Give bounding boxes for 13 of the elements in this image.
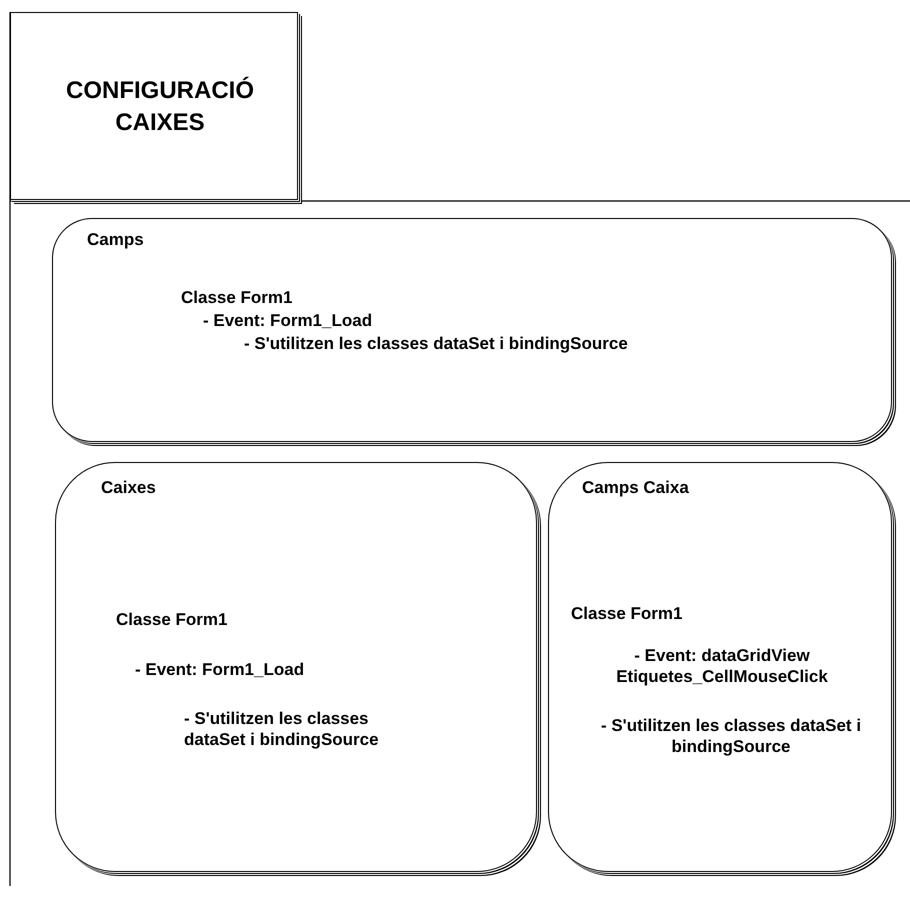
- panel-text: Classe Form1: [181, 287, 294, 308]
- panel-heading: Caixes: [101, 477, 157, 498]
- panel-heading: Camps Caixa: [582, 477, 690, 498]
- panel-text: - Event: dataGridView Etiquetes_CellMouseClick: [615, 645, 829, 687]
- panel-text: Classe Form1: [116, 609, 228, 630]
- title-text: CONFIGURACIÓ CAIXES: [65, 76, 255, 138]
- panel-text: - Event: Form1_Load: [135, 659, 306, 680]
- panel-text: - S'utilitzen les classes dataSet i bindingSource: [244, 333, 629, 354]
- panel-text: Classe Form1: [571, 603, 684, 624]
- panel-text: - Event: Form1_Load: [203, 310, 374, 331]
- panel-text: - S'utilitzen les classes dataSet i bindingSource: [600, 715, 862, 757]
- panel-heading: Camps: [87, 229, 145, 250]
- panel-text: - S'utilitzen les classes dataSet i bindingSource: [184, 708, 380, 750]
